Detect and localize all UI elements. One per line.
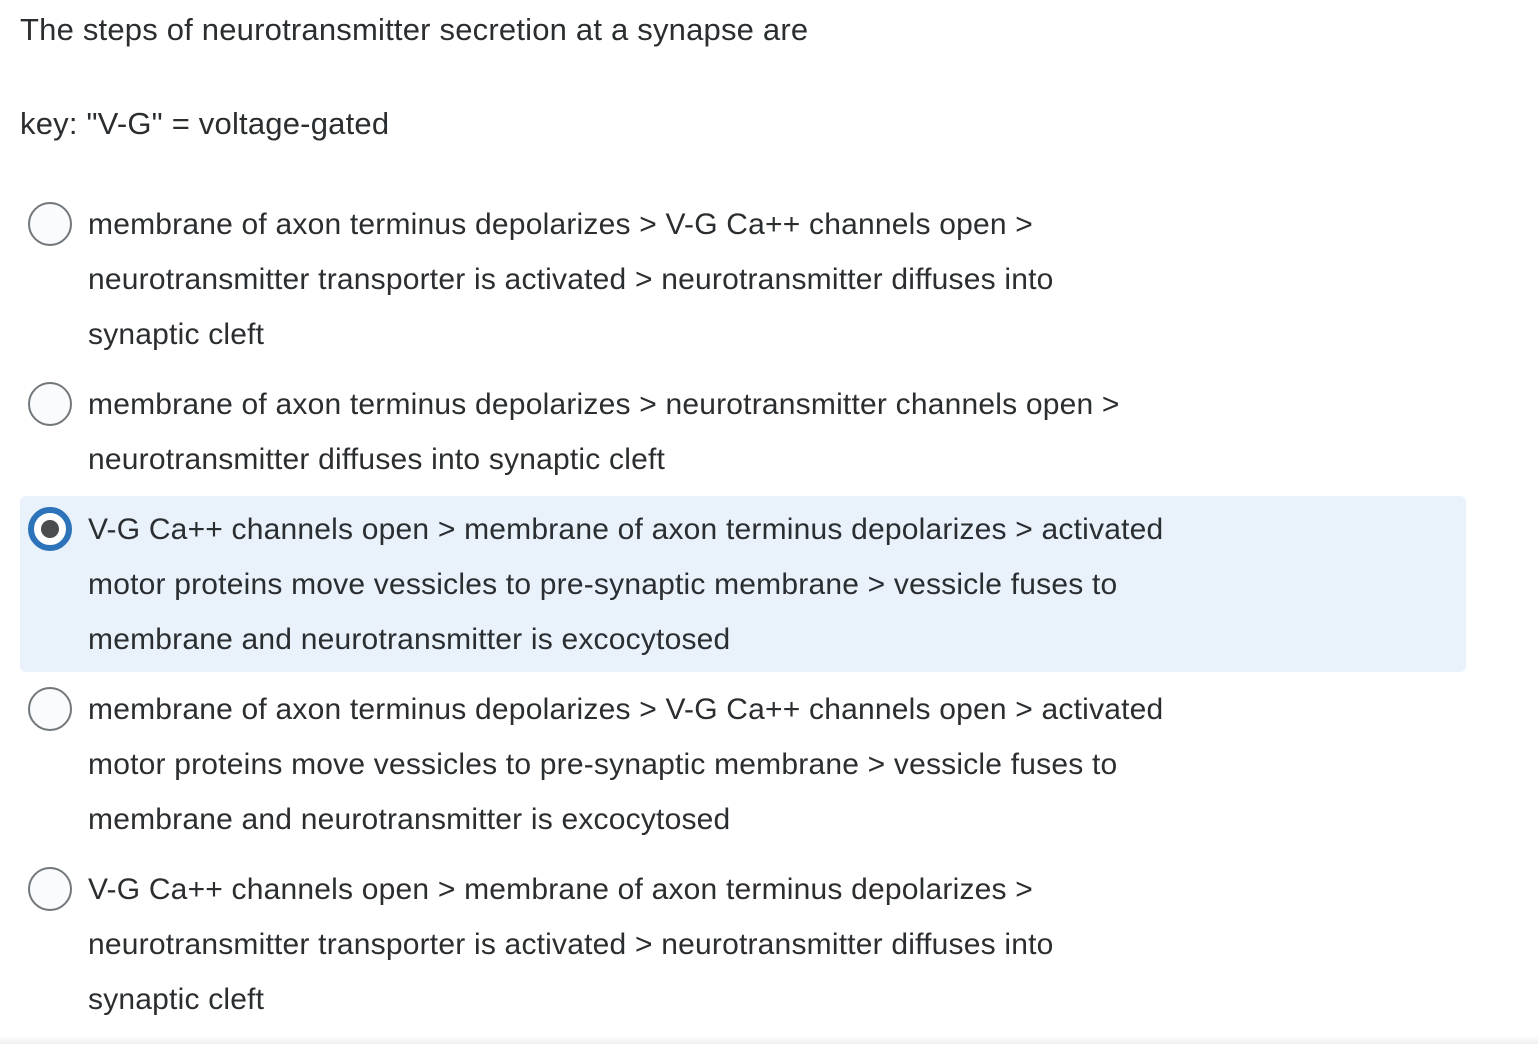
answer-option-label[interactable]: membrane of axon terminus depolarizes > … <box>88 388 1120 476</box>
radio-button[interactable] <box>28 687 72 731</box>
answer-option-4[interactable]: membrane of axon terminus depolarizes > … <box>20 676 1466 852</box>
answer-option-3[interactable]: V-G Ca++ channels open > membrane of axo… <box>20 496 1466 672</box>
answer-option-1[interactable]: membrane of axon terminus depolarizes > … <box>20 191 1466 367</box>
question-key-note: key: "V-G" = voltage-gated <box>20 106 390 141</box>
radio-button[interactable] <box>28 867 72 911</box>
answer-option-5[interactable]: V-G Ca++ channels open > membrane of axo… <box>20 856 1466 1032</box>
radio-button[interactable] <box>28 202 72 246</box>
radio-button[interactable] <box>28 382 72 426</box>
answer-option-label[interactable]: membrane of axon terminus depolarizes > … <box>88 693 1164 836</box>
content-bottom-divider <box>0 1036 1538 1044</box>
answer-option-label[interactable]: membrane of axon terminus depolarizes > … <box>88 208 1054 351</box>
question-title: The steps of neurotransmitter secretion … <box>20 12 809 47</box>
answer-options-list: membrane of axon terminus depolarizes > … <box>20 191 1466 1032</box>
answer-option-2[interactable]: membrane of axon terminus depolarizes > … <box>20 371 1466 492</box>
answer-option-label[interactable]: V-G Ca++ channels open > membrane of axo… <box>88 873 1054 1016</box>
answer-option-label[interactable]: V-G Ca++ channels open > membrane of axo… <box>88 513 1164 656</box>
radio-button-selected[interactable] <box>28 507 72 551</box>
